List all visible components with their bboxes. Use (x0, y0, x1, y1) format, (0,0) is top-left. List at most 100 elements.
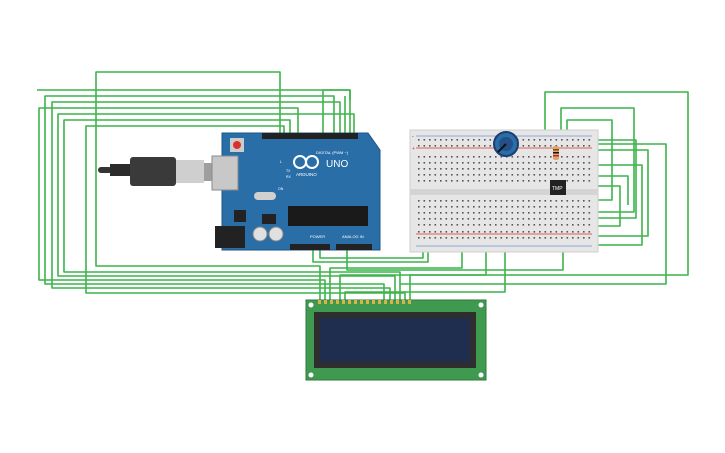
breadboard-hole[interactable] (583, 156, 585, 158)
breadboard-hole[interactable] (473, 218, 475, 220)
breadboard-hole[interactable] (511, 180, 514, 182)
breadboard-hole[interactable] (484, 200, 486, 202)
breadboard-hole[interactable] (429, 145, 431, 147)
breadboard-hole[interactable] (451, 139, 453, 141)
breadboard-hole[interactable] (577, 168, 580, 170)
breadboard-hole[interactable] (588, 139, 591, 141)
resistor[interactable] (553, 146, 559, 160)
breadboard-hole[interactable] (506, 168, 508, 170)
breadboard-hole[interactable] (445, 174, 448, 176)
breadboard-hole[interactable] (522, 231, 525, 233)
breadboard-hole[interactable] (473, 237, 475, 239)
breadboard-hole[interactable] (572, 180, 574, 182)
breadboard-hole[interactable] (555, 200, 558, 202)
breadboard-hole[interactable] (539, 162, 541, 164)
breadboard-hole[interactable] (478, 237, 481, 239)
breadboard-hole[interactable] (544, 174, 547, 176)
breadboard-hole[interactable] (517, 168, 519, 170)
breadboard-hole[interactable] (544, 231, 547, 233)
breadboard-hole[interactable] (456, 168, 459, 170)
breadboard-hole[interactable] (583, 237, 585, 239)
breadboard-hole[interactable] (511, 237, 514, 239)
breadboard-hole[interactable] (456, 174, 459, 176)
breadboard-hole[interactable] (473, 156, 475, 158)
breadboard-hole[interactable] (473, 174, 475, 176)
breadboard-hole[interactable] (445, 224, 448, 226)
wire-r5[interactable] (590, 149, 649, 237)
breadboard-hole[interactable] (451, 180, 453, 182)
wire-r2[interactable] (560, 107, 635, 213)
breadboard-hole[interactable] (445, 139, 448, 141)
breadboard-hole[interactable] (572, 145, 574, 147)
breadboard-hole[interactable] (423, 206, 426, 208)
breadboard-hole[interactable] (577, 162, 580, 164)
breadboard-hole[interactable] (561, 168, 563, 170)
breadboard-hole[interactable] (484, 162, 486, 164)
breadboard-hole[interactable] (473, 162, 475, 164)
breadboard-hole[interactable] (495, 237, 497, 239)
wire-r6[interactable] (400, 143, 667, 285)
breadboard-hole[interactable] (511, 162, 514, 164)
breadboard-hole[interactable] (511, 231, 514, 233)
breadboard-hole[interactable] (418, 206, 420, 208)
breadboard-hole[interactable] (588, 180, 591, 182)
breadboard-hole[interactable] (440, 162, 442, 164)
breadboard-hole[interactable] (555, 206, 558, 208)
breadboard-hole[interactable] (517, 174, 519, 176)
breadboard-hole[interactable] (467, 218, 470, 220)
breadboard-hole[interactable] (478, 145, 481, 147)
breadboard-hole[interactable] (429, 156, 431, 158)
breadboard-hole[interactable] (445, 162, 448, 164)
breadboard-hole[interactable] (577, 139, 580, 141)
breadboard-hole[interactable] (473, 180, 475, 182)
breadboard-hole[interactable] (522, 168, 525, 170)
breadboard-hole[interactable] (489, 237, 492, 239)
breadboard-hole[interactable] (473, 212, 475, 214)
breadboard-hole[interactable] (550, 218, 552, 220)
breadboard-hole[interactable] (489, 180, 492, 182)
breadboard-hole[interactable] (511, 224, 514, 226)
breadboard-hole[interactable] (440, 218, 442, 220)
breadboard-hole[interactable] (451, 156, 453, 158)
breadboard-hole[interactable] (517, 218, 519, 220)
wire-lcd-c[interactable] (85, 125, 406, 300)
breadboard-hole[interactable] (434, 156, 437, 158)
wire-r4[interactable] (580, 139, 637, 219)
breadboard-hole[interactable] (489, 224, 492, 226)
breadboard-hole[interactable] (577, 218, 580, 220)
breadboard-hole[interactable] (462, 218, 464, 220)
breadboard-hole[interactable] (555, 174, 558, 176)
breadboard-hole[interactable] (484, 212, 486, 214)
breadboard-hole[interactable] (511, 212, 514, 214)
breadboard-hole[interactable] (434, 139, 437, 141)
breadboard-hole[interactable] (588, 200, 591, 202)
breadboard-hole[interactable] (484, 231, 486, 233)
breadboard-hole[interactable] (423, 139, 426, 141)
breadboard-hole[interactable] (588, 174, 591, 176)
breadboard-hole[interactable] (500, 224, 503, 226)
breadboard-hole[interactable] (544, 218, 547, 220)
breadboard-hole[interactable] (451, 168, 453, 170)
breadboard-hole[interactable] (451, 162, 453, 164)
breadboard-hole[interactable] (522, 206, 525, 208)
breadboard-hole[interactable] (440, 200, 442, 202)
breadboard-hole[interactable] (555, 231, 558, 233)
breadboard-hole[interactable] (456, 139, 459, 141)
breadboard-hole[interactable] (561, 206, 563, 208)
breadboard-hole[interactable] (489, 162, 492, 164)
breadboard-hole[interactable] (583, 162, 585, 164)
breadboard-hole[interactable] (429, 162, 431, 164)
breadboard-hole[interactable] (572, 139, 574, 141)
wire-bb-lcd1[interactable] (329, 240, 463, 300)
wire-r9[interactable] (596, 185, 621, 227)
lcd-pin[interactable] (366, 300, 369, 304)
breadboard-hole[interactable] (572, 212, 574, 214)
breadboard-hole[interactable] (445, 237, 448, 239)
breadboard-hole[interactable] (434, 206, 437, 208)
breadboard-hole[interactable] (423, 212, 426, 214)
breadboard-hole[interactable] (583, 218, 585, 220)
breadboard-hole[interactable] (467, 206, 470, 208)
breadboard-hole[interactable] (522, 180, 525, 182)
breadboard-hole[interactable] (544, 224, 547, 226)
breadboard-hole[interactable] (467, 180, 470, 182)
